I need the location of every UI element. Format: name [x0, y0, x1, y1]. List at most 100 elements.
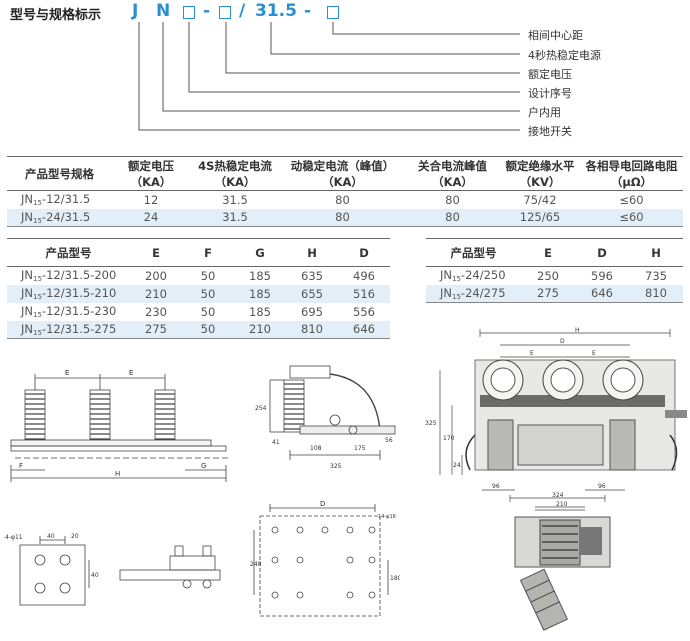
- table-cell: 80: [445, 192, 460, 207]
- spec-header-cell: 额定绝缘水平（KV）: [500, 156, 580, 191]
- dim-header-cell: 产品型号: [7, 238, 130, 267]
- spec-header-row: 产品型号规格 额定电压（KA） 4S热稳定电流（KA） 动稳定电流（峰值）（KA…: [7, 156, 683, 191]
- code-current: 31.5: [255, 1, 297, 21]
- code-dash-1: -: [203, 1, 211, 21]
- right-label-e2: E: [592, 350, 596, 357]
- dim-header-cell: 产品型号: [426, 238, 521, 267]
- side-label-56: 56: [385, 437, 393, 444]
- table-cell: 210: [234, 320, 286, 339]
- table-cell: 80: [405, 208, 500, 227]
- front-label-f: F: [19, 462, 23, 470]
- table-cell: 646: [338, 320, 390, 339]
- legend-indoor: 户内用: [528, 106, 561, 119]
- plan-label-240: 240: [250, 561, 262, 568]
- side-label-254: 254: [255, 405, 267, 412]
- front-view-drawing: E E F H G: [10, 369, 230, 482]
- spec-table: 产品型号规格 额定电压（KA） 4S热稳定电流（KA） 动稳定电流（峰值）（KA…: [7, 156, 683, 227]
- model-code-title: 型号与规格标示: [10, 8, 102, 23]
- model-name-cell: JN15-12/31.5-230: [21, 304, 117, 319]
- model-name-cell: JN15-12/31.5-200: [21, 268, 117, 284]
- table-cell: 210: [130, 284, 182, 303]
- bolt-label-40b: 40: [91, 572, 99, 579]
- dim-header-cell: G: [234, 238, 286, 267]
- code-slash: /: [239, 1, 246, 21]
- side-label-41: 41: [272, 439, 280, 446]
- table-cell: 646: [575, 284, 629, 303]
- table-cell: 185: [249, 304, 271, 319]
- table-row: JN15-24/250 250 596 735: [426, 267, 683, 285]
- table-cell: 735: [645, 268, 667, 283]
- code-leader-lines: [138, 22, 520, 131]
- dim-header-cell: E: [521, 238, 575, 267]
- side-label-108: 108: [310, 445, 322, 452]
- right-label-325: 325: [425, 420, 437, 427]
- spec-header-cell: 关合电流峰值（KA）: [405, 156, 500, 191]
- dim-header-cell: D: [575, 238, 629, 267]
- dimension-table-right: 产品型号 E D H JN15-24/250 250 596 735 JN15-…: [426, 238, 683, 303]
- dim-header-cell: H: [286, 238, 338, 267]
- dim-header-row: 产品型号 E D H: [426, 238, 683, 267]
- dim-header-cell: D: [338, 238, 390, 267]
- table-cell: ≤60: [580, 208, 683, 227]
- model-name-cell: JN15-12/31.5-210: [7, 284, 130, 303]
- front-label-g: G: [201, 462, 206, 470]
- table-cell: 50: [200, 268, 216, 283]
- table-row: JN15-12/31.5 12 31.5 80 80 75/42 ≤60: [7, 191, 683, 209]
- right-label-96b: 96: [598, 483, 606, 490]
- table-cell: 275: [521, 284, 575, 303]
- table-cell: 516: [338, 284, 390, 303]
- legend-rated-voltage: 额定电压: [528, 68, 572, 81]
- plan-view-drawing: D 14-φ16 240 180: [250, 500, 400, 617]
- bolt-pattern-drawing: 4-φ11 40 20 40: [5, 533, 99, 606]
- table-cell: 695: [301, 304, 323, 319]
- code-letter-j: J: [132, 1, 139, 21]
- front-label-h: H: [115, 470, 120, 478]
- table-cell: 635: [301, 268, 323, 283]
- dim-header-cell: E: [130, 238, 182, 267]
- model-name-cell: JN15-12/31.5: [21, 192, 91, 208]
- table-cell: 185: [234, 284, 286, 303]
- dim-header-cell: F: [182, 238, 234, 267]
- plan-label-holes: 14-φ16: [378, 514, 396, 520]
- plan-label-d: D: [320, 500, 325, 508]
- plan-label-180: 180: [390, 575, 400, 582]
- table-cell: ≤60: [619, 192, 644, 207]
- table-cell: 50: [182, 284, 234, 303]
- model-name-cell: JN15-12/31.5-275: [7, 320, 130, 339]
- right-side-label-324: 324: [552, 492, 564, 499]
- table-cell: 185: [249, 268, 271, 283]
- table-cell: 596: [591, 268, 613, 283]
- right-label-d: D: [560, 338, 565, 345]
- table-cell: 655: [286, 284, 338, 303]
- side-view-drawing: 254 108 325 175 56 41: [255, 365, 396, 470]
- table-cell: 496: [353, 268, 375, 283]
- table-cell: 200: [145, 268, 167, 283]
- table-cell: 12: [143, 192, 159, 207]
- legend-earthing-switch: 接地开关: [528, 125, 572, 138]
- bolt-label-40a: 40: [47, 533, 55, 540]
- table-cell: 810: [629, 284, 683, 303]
- spec-header-cell: 各相导电回路电阻（μΩ）: [580, 156, 683, 191]
- table-row: JN15-24/31.5 24 31.5 80 80 125/65 ≤60: [7, 208, 683, 227]
- table-row: JN15-12/31.5-230 230 50 185 695 556: [7, 303, 390, 321]
- table-cell: 556: [353, 304, 375, 319]
- right-label-h: H: [575, 327, 580, 334]
- dim-header-cell: H: [629, 238, 683, 267]
- table-cell: 50: [182, 320, 234, 339]
- table-row: JN15-24/275 275 646 810: [426, 284, 683, 303]
- legend-phase-spacing: 相间中心距: [528, 29, 583, 42]
- table-row: JN15-12/31.5-200 200 50 185 635 496: [7, 267, 390, 285]
- right-label-e1: E: [530, 350, 534, 357]
- front-label-e1: E: [65, 369, 69, 377]
- table-cell: 230: [145, 304, 167, 319]
- table-cell: 31.5: [222, 192, 248, 207]
- right-side-view-drawing: 324 210: [509, 492, 611, 631]
- code-placeholder-box-1: [183, 6, 195, 19]
- table-cell: 275: [130, 320, 182, 339]
- spec-header-cell: 额定电压（KA）: [112, 156, 190, 191]
- right-label-24: 24: [453, 462, 461, 469]
- table-cell: 24: [112, 208, 190, 227]
- spec-header-cell: 4S热稳定电流（KA）: [190, 156, 280, 191]
- code-placeholder-box-3: [327, 6, 339, 19]
- table-cell: 31.5: [190, 208, 280, 227]
